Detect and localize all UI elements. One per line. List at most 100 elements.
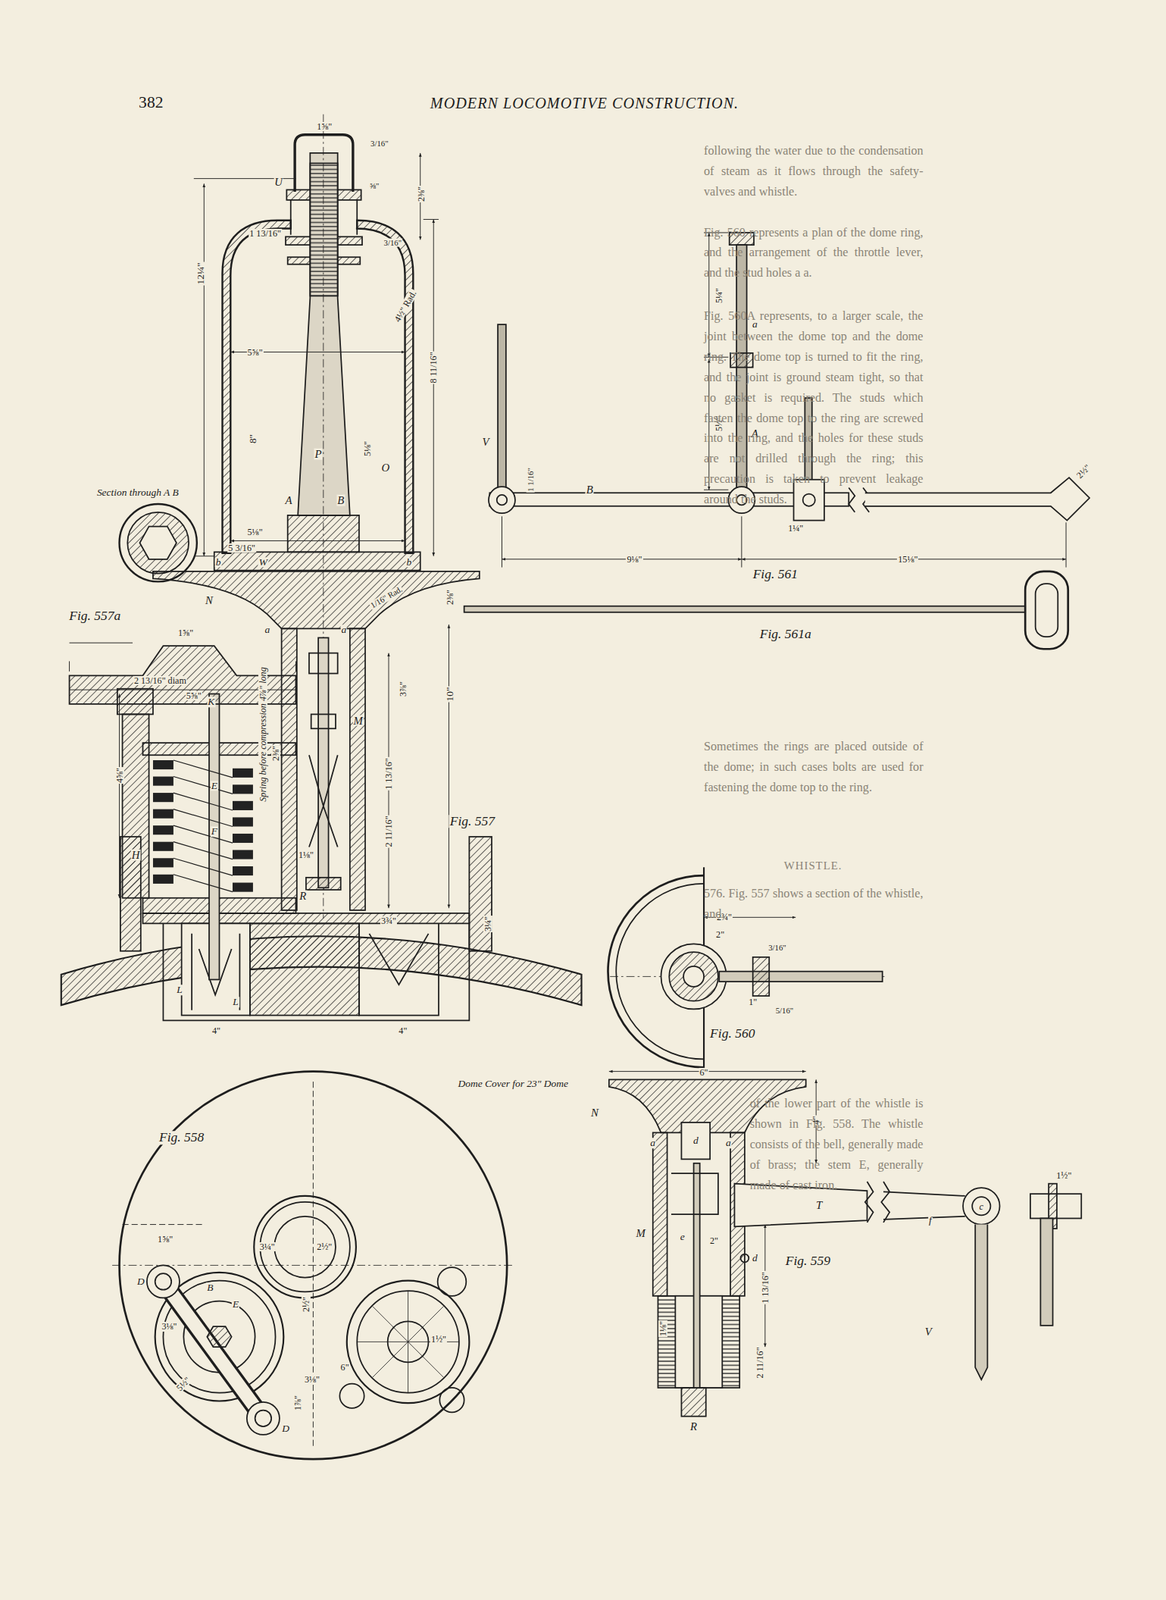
part-letter: K <box>206 697 216 707</box>
whistle-section <box>350 628 366 910</box>
part-letter: b <box>406 556 413 567</box>
dome-cover-section <box>681 1387 706 1417</box>
dimension-label: 3¾" <box>380 915 398 925</box>
figure-caption: Fig. 559 <box>784 1253 832 1268</box>
dome-cover-section <box>975 1224 988 1380</box>
dimension-label: 4½" Rad. <box>391 287 418 324</box>
dimension-lines <box>230 540 405 541</box>
dimension-label: 5/16" <box>775 1006 795 1015</box>
figure-caption: Dome Cover for 23" Dome <box>457 1078 569 1088</box>
dimension-label: 5¼" <box>714 287 724 304</box>
figure-caption: Section through A B <box>96 487 180 498</box>
dimension-label: 5⅝" <box>185 690 203 701</box>
throttle-rod <box>1025 571 1069 649</box>
flange-detail <box>69 642 133 644</box>
body-text: Fig. 560 represents a plan of the dome r… <box>703 222 923 285</box>
part-letter: E <box>210 780 219 791</box>
whistle-section <box>359 922 439 1015</box>
part-letter: B <box>336 493 345 506</box>
dimension-label: 10" <box>444 685 455 702</box>
page-number: 382 <box>137 94 164 112</box>
running-title: MODERN LOCOMOTIVE CONSTRUCTION. <box>430 95 739 111</box>
throttle-rod <box>464 571 1069 649</box>
figure-caption: Spring before compression 4⅞" long <box>258 666 268 803</box>
body-text: following the water due to the condensat… <box>703 140 923 203</box>
part-letter: W <box>258 556 269 567</box>
whistle-section <box>153 776 174 786</box>
whistle-section <box>153 874 174 884</box>
dimension-label: 2 11/16" <box>384 815 394 848</box>
dimension-label: 3¼" <box>483 914 493 932</box>
dimension-label: 1⅛" <box>297 850 315 860</box>
figure-caption: Fig. 558 <box>158 1131 205 1145</box>
dimension-label: 9⅛" <box>625 554 643 564</box>
dome-cover-plan <box>246 1401 280 1435</box>
whistle-section <box>356 220 413 554</box>
throttle-rigging <box>794 479 825 521</box>
dimension-label: 1¼" <box>787 523 804 533</box>
throttle-rigging <box>501 558 741 560</box>
dimension-lines <box>433 218 435 556</box>
part-letter: F <box>210 826 219 837</box>
dimension-label: 4" <box>397 1025 408 1035</box>
dome-ring-plan <box>683 965 704 987</box>
dimension-label: 3¼" <box>259 1241 276 1251</box>
dimension-label: 3⅛" <box>303 1374 321 1384</box>
dimension-label: 1⅛" <box>658 1319 668 1337</box>
whistle-section <box>122 713 150 898</box>
figure-caption: Fig. 560 <box>709 1026 756 1041</box>
dome-cover-plan <box>155 1272 172 1290</box>
dome-cover-section <box>883 1191 966 1219</box>
part-letter: a <box>649 1137 657 1148</box>
dimension-label: 5½" <box>174 1374 193 1393</box>
part-letter: N <box>204 593 214 606</box>
part-letter: B <box>206 1281 214 1292</box>
whistle-section <box>214 551 421 570</box>
whistle-section <box>61 114 582 1021</box>
part-letter: T <box>815 1199 823 1211</box>
dome-cover-plan <box>339 1383 364 1408</box>
part-letter: D <box>136 1275 146 1286</box>
dimension-label: 4⅝" <box>114 766 124 784</box>
part-letter: R <box>298 890 307 902</box>
dome-cover-plan <box>253 1195 357 1298</box>
whistle-section <box>153 792 174 802</box>
part-letter: N <box>590 1106 600 1118</box>
figure-caption: Fig. 561 <box>752 567 799 582</box>
dome-cover-plan <box>439 1387 464 1412</box>
whistle-section <box>209 693 219 979</box>
part-letter: L <box>231 996 239 1007</box>
whistle-section <box>297 153 351 516</box>
dimension-label: 1 13/16" <box>760 1270 770 1304</box>
dimension-label: 1⅝" <box>156 1234 174 1244</box>
dome-cover-section <box>681 1122 710 1159</box>
dimension-label: 2½" <box>315 1241 333 1251</box>
dimension-label: 5 3/16" <box>227 543 257 553</box>
whistle-section <box>232 849 254 859</box>
section-view <box>119 503 197 582</box>
body-text: of the lower part of the whistle is show… <box>750 1093 924 1196</box>
whistle-section <box>309 754 338 847</box>
dome-cover-section <box>740 1253 750 1263</box>
whistle-section <box>306 877 341 890</box>
section-view <box>139 526 176 560</box>
whistle-section <box>232 882 254 892</box>
part-letter: V <box>924 1325 933 1338</box>
whistle-section <box>232 816 254 826</box>
dimension-label: 1½" <box>1055 1170 1073 1180</box>
dimension-label: 1 13/16" <box>384 756 394 791</box>
dimension-label: 3⅞" <box>398 680 408 698</box>
dome-cover-plan <box>274 1216 336 1278</box>
dome-cover-section <box>693 1162 701 1388</box>
part-letter: f <box>928 1215 933 1226</box>
whistle-section <box>232 784 254 794</box>
dimension-label: 3/16" <box>767 942 788 951</box>
dome-cover-section <box>671 1172 719 1214</box>
throttle-rigging <box>488 486 516 513</box>
dimension-label: 2½" <box>1074 462 1093 481</box>
dome-ring-plan <box>607 875 704 1067</box>
dome-cover-plan <box>255 1409 272 1427</box>
throttle-rigging <box>501 515 1066 567</box>
